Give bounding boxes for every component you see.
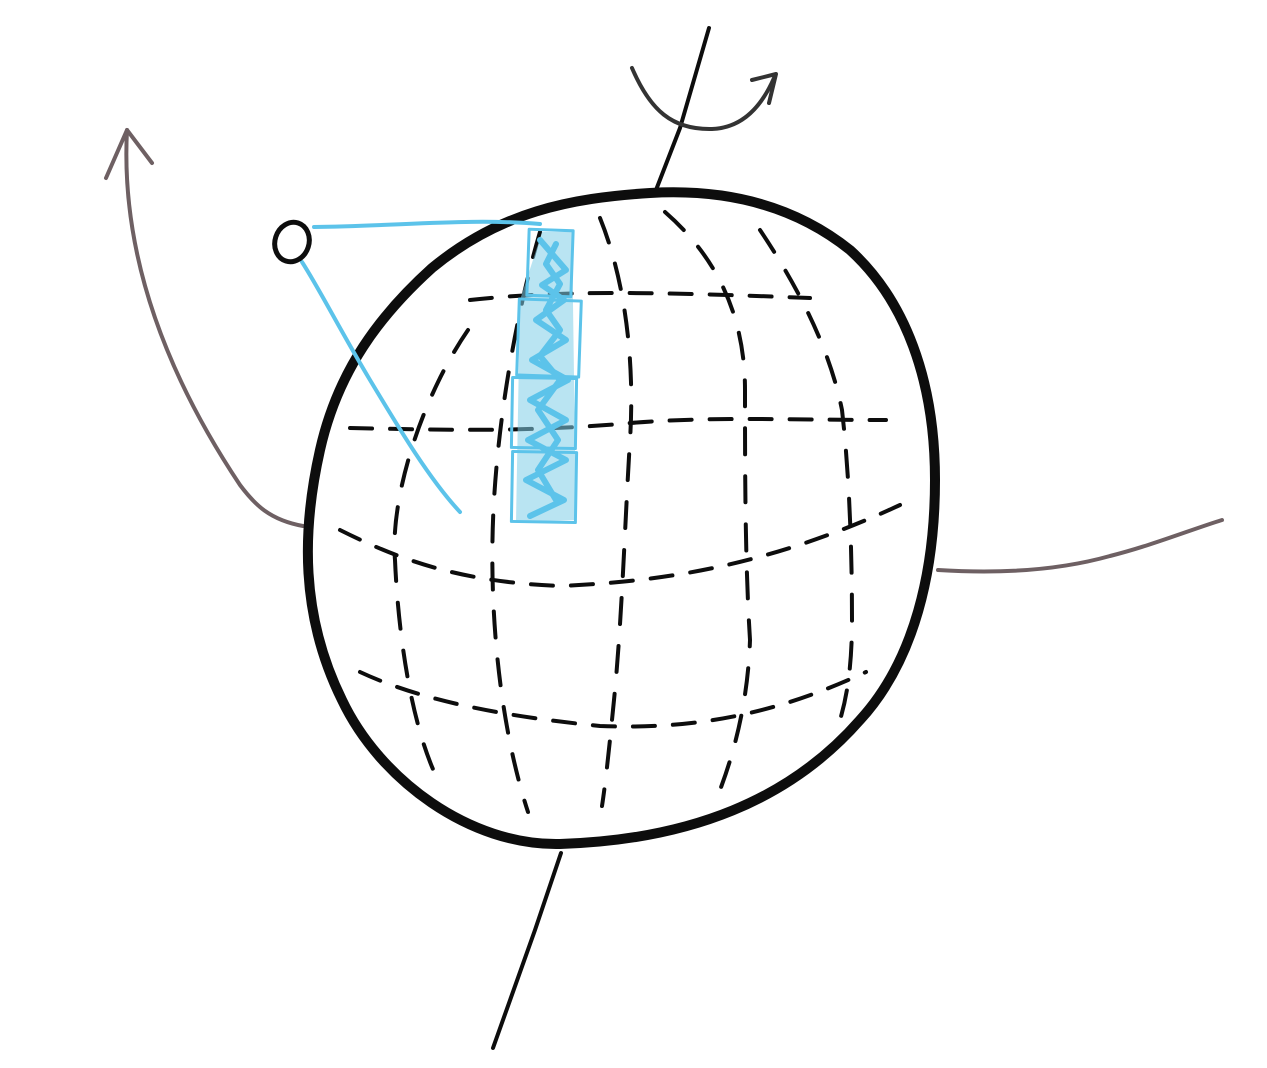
longitude-line-1 (392, 328, 470, 778)
rotation-arrow-head (750, 72, 778, 105)
latitude-line-1 (468, 291, 812, 302)
latitude-line-3 (338, 503, 902, 588)
rotation-arrow-curve (630, 66, 776, 132)
longitude-line-2 (490, 230, 542, 814)
sphere-outline (302, 187, 940, 850)
latitude-line-2 (348, 417, 888, 432)
right-line (936, 518, 1224, 574)
axis-top (654, 26, 711, 192)
left-arrow-curve (124, 128, 305, 528)
axis-bottom (491, 851, 563, 1050)
longitude-grid-lines (392, 210, 854, 814)
longitude-line-3 (598, 216, 634, 808)
view-cone (300, 219, 542, 514)
strip-scribble (523, 237, 571, 519)
view-cone-bottom (300, 260, 462, 514)
left-arrow-head (104, 128, 154, 180)
rotation-arrow (630, 66, 778, 132)
strip-cell-1 (525, 227, 575, 299)
rotation-axis (491, 26, 711, 1050)
latitude-line-4 (358, 670, 868, 729)
view-cone-top (312, 219, 542, 229)
highlighted-strip (509, 227, 583, 525)
longitude-line-4 (663, 210, 752, 792)
latitude-grid-lines (338, 291, 902, 729)
observer-point (272, 219, 312, 265)
left-curved-arrow (104, 128, 305, 528)
longitude-line-5 (758, 228, 854, 722)
